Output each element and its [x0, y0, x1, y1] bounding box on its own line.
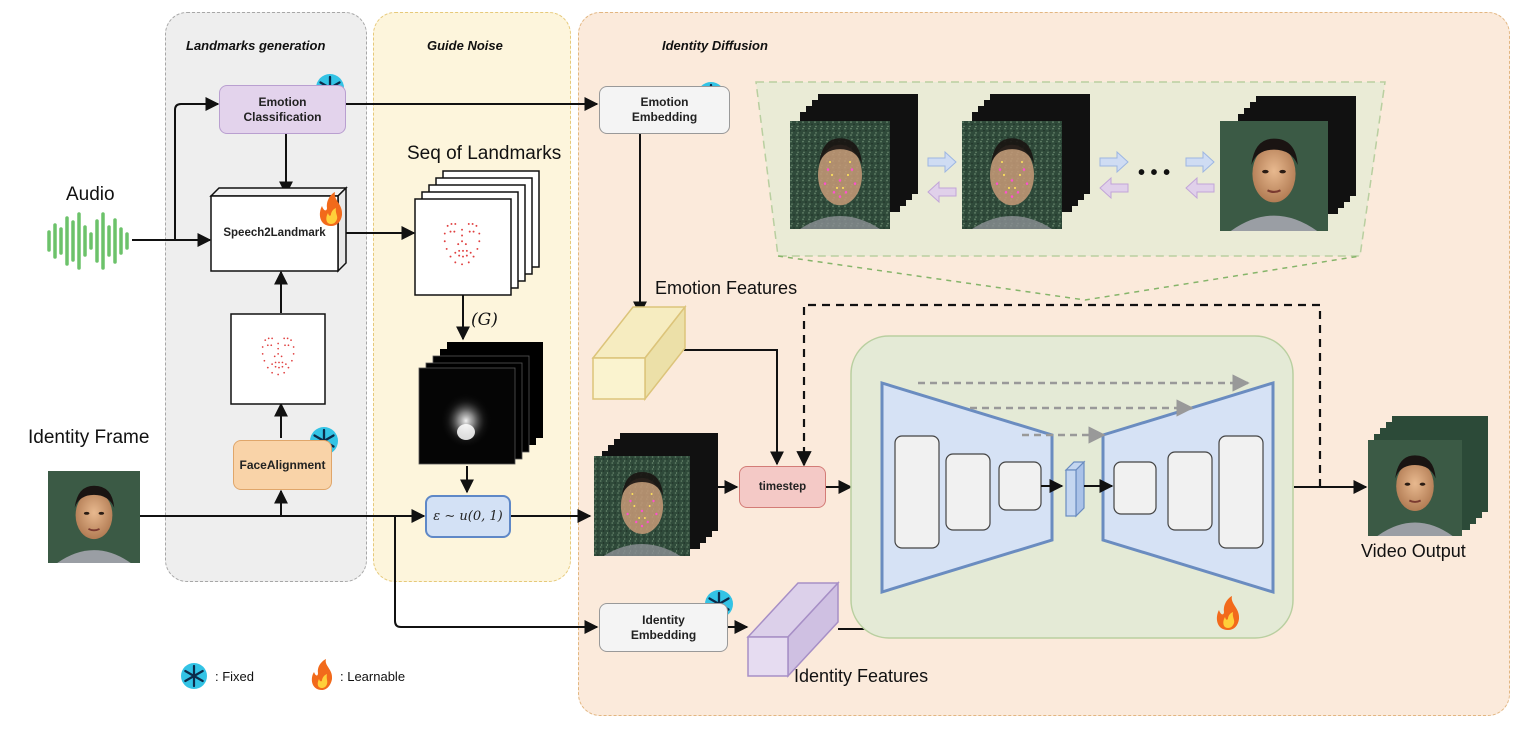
- diffusion-forward-arrow-icon: [927, 150, 957, 174]
- diffusion-noisy-frames-1: [790, 94, 918, 229]
- diffusion-noisy-frames-2: [962, 94, 1090, 229]
- legend-learnable-label: : Learnable: [340, 669, 406, 684]
- audio-label: Audio: [66, 184, 115, 205]
- audio-waveform-icon: [47, 212, 129, 270]
- identity-frame-label: Identity Frame: [28, 427, 150, 448]
- guide-noise-title: Guide Noise: [427, 38, 503, 53]
- video-output-frames: [1368, 416, 1488, 536]
- identity-features-block: [746, 581, 840, 678]
- video-output-label: Video Output: [1361, 541, 1466, 561]
- face-landmark-image: [230, 313, 326, 405]
- diffusion-clean-frames: [1220, 96, 1356, 231]
- identity-features-label: Identity Features: [794, 666, 929, 686]
- identity-embedding-box: Identity Embedding: [599, 603, 728, 652]
- unet-bottleneck: [1064, 460, 1086, 518]
- legend-fixed-label: : Fixed: [215, 669, 255, 684]
- speech2landmark-label: Speech2Landmark: [223, 227, 326, 239]
- noisy-frames-input: [594, 433, 718, 556]
- emotion-classification-box: Emotion Classification: [219, 85, 346, 134]
- speech2landmark-box: [209, 186, 348, 273]
- diffusion-reverse-arrow-icon: [927, 180, 957, 204]
- seq-landmarks-label: Seq of Landmarks: [407, 143, 562, 164]
- noise-box: ε ∼ u(0, 1): [425, 495, 511, 538]
- flame-icon: [319, 192, 343, 226]
- landmark-sequence-stack: [414, 170, 540, 296]
- face-alignment-box: FaceAlignment: [233, 440, 332, 490]
- identity-diffusion-title: Identity Diffusion: [662, 38, 768, 53]
- unet-decoder: [1101, 380, 1275, 595]
- emotion-features-label: Emotion Features: [655, 278, 798, 298]
- flame-icon: [311, 659, 333, 690]
- landmarks-generation-title: Landmarks generation: [186, 38, 326, 53]
- flame-icon: [1216, 596, 1240, 630]
- identity-frame-image: [48, 471, 140, 563]
- ellipsis-label: • • •: [1138, 162, 1171, 184]
- snowflake-icon: [181, 663, 207, 689]
- gaussian-heatmap-stack: [418, 342, 543, 465]
- emotion-features-block: [591, 304, 687, 402]
- emotion-embedding-box: Emotion Embedding: [599, 86, 730, 134]
- noise-formula: ε ∼ u(0, 1): [433, 509, 503, 524]
- gaussian-label: (G): [471, 310, 498, 330]
- unet-encoder: [880, 380, 1054, 595]
- timestep-box: timestep: [739, 466, 826, 508]
